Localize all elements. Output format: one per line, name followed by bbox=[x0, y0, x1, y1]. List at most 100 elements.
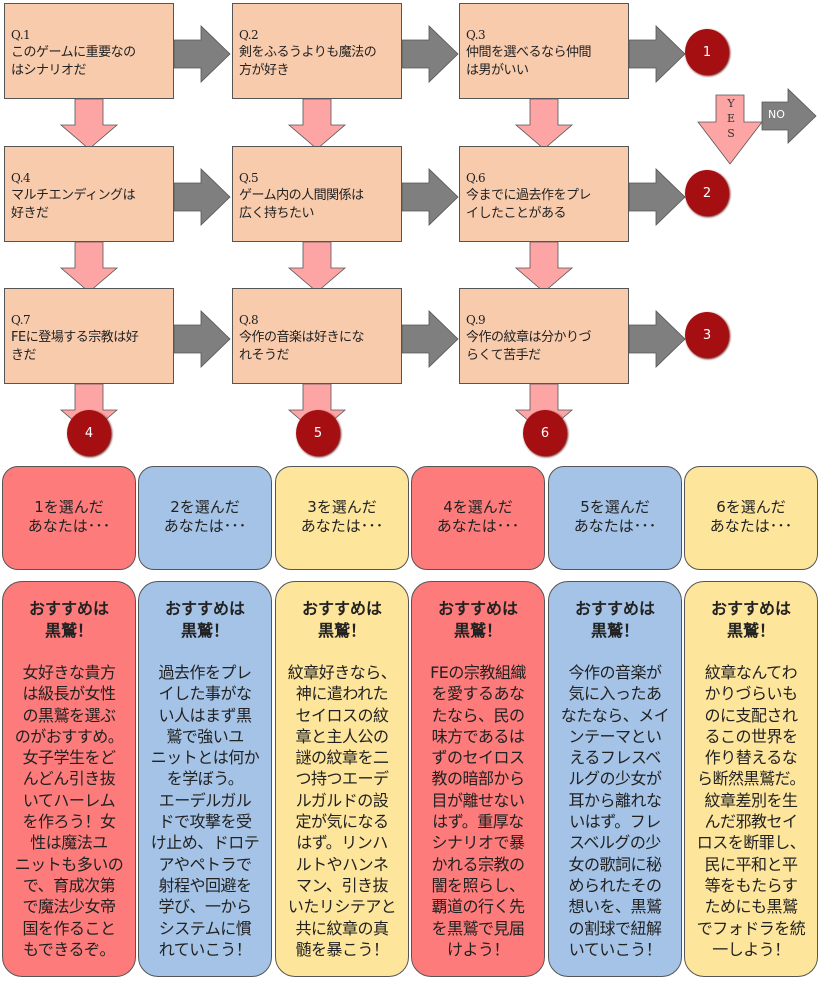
recommendation-text: 作り替えるな bbox=[704, 748, 798, 768]
recommendation-text: はず。リンハ bbox=[296, 833, 388, 853]
selection-text: あなたは･･･ bbox=[27, 517, 111, 535]
recommendation-text: なたなら、メイ bbox=[560, 705, 670, 725]
recommendation-text: 今作の音楽が bbox=[568, 663, 662, 682]
recommendation-heading-line: 黒鷲！ bbox=[317, 620, 366, 640]
question-text: 仲間を選べるなら仲間 bbox=[466, 45, 592, 60]
result-circle-3: 3 bbox=[685, 312, 729, 358]
recommendation-text: ンテーマとい bbox=[568, 726, 662, 746]
recommendation-heading-line: おすすめは bbox=[28, 599, 109, 618]
recommendation-text: FEの宗教組織 bbox=[430, 663, 526, 682]
recommendation-text: 国を作ること bbox=[22, 918, 116, 938]
question-number: Q.2 bbox=[239, 28, 259, 42]
recommendation-heading-line: おすすめは bbox=[164, 599, 245, 618]
yes-arrow bbox=[514, 241, 574, 293]
recommendation-text: 紋章差別を生 bbox=[704, 790, 798, 810]
recommendation-text: はず。重厚な bbox=[432, 812, 524, 832]
selection-text: 3を選んだ bbox=[307, 498, 377, 516]
recommendation-heading-line: おすすめは bbox=[437, 599, 518, 618]
recommendation-text: いていこう！ bbox=[568, 939, 662, 959]
recommendation-text: 女の歌詞に秘 bbox=[568, 854, 662, 874]
no-arrow bbox=[401, 25, 459, 83]
yes-arrow bbox=[59, 241, 119, 293]
recommendation-text: いてハーレム bbox=[22, 790, 116, 810]
recommendation-heading-line: 黒鷲！ bbox=[590, 620, 639, 640]
recommendation-text: められたその bbox=[568, 875, 662, 895]
legend-yes-letter: Y bbox=[727, 97, 735, 110]
recommendation-text: 味方であるは bbox=[431, 726, 525, 746]
recommendation-heading: おすすめは黒鷲！ bbox=[139, 598, 271, 641]
recommendation-text: を作ろう！女 bbox=[22, 812, 116, 832]
recommendation-text: ニットとは何か bbox=[150, 748, 260, 768]
selection-text: あなたは･･･ bbox=[709, 517, 793, 535]
selection-box: 2を選んだあなたは･･･ bbox=[138, 466, 272, 570]
recommendation-text: もできるぞ。 bbox=[22, 939, 116, 959]
recommendation-text: シナリオで暴 bbox=[431, 833, 525, 853]
recommendation-text: マン、引き抜 bbox=[295, 875, 389, 895]
recommendation-box: おすすめは黒鷲！女好きな貴方は級長が女性の黒鷲を選ぶのがおすすめ。女子学生をどん… bbox=[2, 581, 136, 977]
question-text: 広く持ちたい bbox=[239, 206, 315, 221]
no-arrow bbox=[173, 25, 231, 83]
result-circle-4: 4 bbox=[67, 410, 111, 456]
recommendation-text: ロスを断罪し、 bbox=[696, 833, 806, 853]
question-text: このゲームに重要なの bbox=[11, 45, 136, 60]
question-text: 方が好き bbox=[239, 63, 290, 78]
yes-arrow bbox=[59, 98, 119, 150]
question-text: 好きだ bbox=[11, 206, 49, 221]
recommendation-text: 鷲で強いユ bbox=[166, 726, 244, 746]
selection-text: 4を選んだ bbox=[443, 498, 513, 516]
recommendation-text: 章と主人公の bbox=[295, 726, 389, 746]
recommendation-box: おすすめは黒鷲！紋章好きなら、神に遣われたセイロスの紋章と主人公の謎の紋章を二つ… bbox=[275, 581, 409, 977]
recommendation-text: 神に遣われた bbox=[295, 684, 389, 704]
recommendation-text: んどん引き抜 bbox=[22, 769, 116, 789]
no-arrow bbox=[628, 310, 686, 368]
recommendation-text: けよう！ bbox=[446, 939, 510, 959]
recommendation-text: 髄を暴こう！ bbox=[295, 939, 389, 959]
recommendation-text: システムに慣 bbox=[158, 918, 252, 938]
yes-arrow bbox=[287, 241, 347, 293]
recommendation-text: ルトやハンネ bbox=[295, 854, 389, 874]
recommendation-heading-line: おすすめは bbox=[574, 599, 655, 618]
question-text: れそうだ bbox=[239, 348, 290, 363]
recommendation-heading: おすすめは黒鷲！ bbox=[685, 598, 817, 641]
recommendation-text: 教の暗部から bbox=[431, 769, 525, 789]
recommendation-heading: おすすめは黒鷲！ bbox=[3, 598, 135, 641]
recommendation-text: のがおすすめ。 bbox=[14, 726, 124, 746]
recommendation-text: いたリシテアと bbox=[287, 897, 397, 917]
question-number: Q.5 bbox=[239, 171, 259, 185]
question-text: は男がいい bbox=[466, 63, 529, 78]
recommendation-text: 目が離せない bbox=[431, 790, 525, 810]
selection-text: 2を選んだ bbox=[170, 498, 240, 516]
recommendation-heading: おすすめは黒鷲！ bbox=[276, 598, 408, 641]
recommendation-text: ためにも黒鷲 bbox=[704, 897, 798, 917]
no-arrow bbox=[628, 168, 686, 226]
recommendation-text: 紋章好きなら、 bbox=[287, 663, 397, 682]
question-text: 今までに過去作をプレ bbox=[466, 188, 592, 203]
recommendation-heading-line: 黒鷲！ bbox=[726, 620, 775, 640]
question-number: Q.9 bbox=[466, 313, 486, 327]
selection-text: あなたは･･･ bbox=[436, 517, 520, 535]
no-arrow bbox=[401, 168, 459, 226]
recommendation-text: 紋章なんてわ bbox=[704, 663, 798, 682]
recommendation-text: 想いを、黒鷲 bbox=[568, 897, 662, 917]
recommendation-text: たなら、民の bbox=[431, 705, 525, 725]
recommendation-text: ずのセイロス bbox=[431, 748, 525, 768]
recommendation-text: 耳から離れな bbox=[568, 790, 662, 810]
selection-text: 5を選んだ bbox=[580, 498, 650, 516]
question-text: はシナリオだ bbox=[11, 63, 87, 78]
question-text: 今作の音楽は好きにな bbox=[239, 330, 365, 345]
recommendation-text: 定が気になる bbox=[295, 812, 389, 832]
recommendation-text: えるフレスベ bbox=[569, 748, 661, 768]
recommendation-text: 謎の紋章を二 bbox=[295, 748, 389, 768]
legend-yes-letter: E bbox=[726, 112, 736, 125]
question-number: Q.6 bbox=[466, 171, 486, 185]
recommendation-text: 女子学生をど bbox=[22, 748, 116, 768]
selection-text: 6を選んだ bbox=[716, 498, 786, 516]
